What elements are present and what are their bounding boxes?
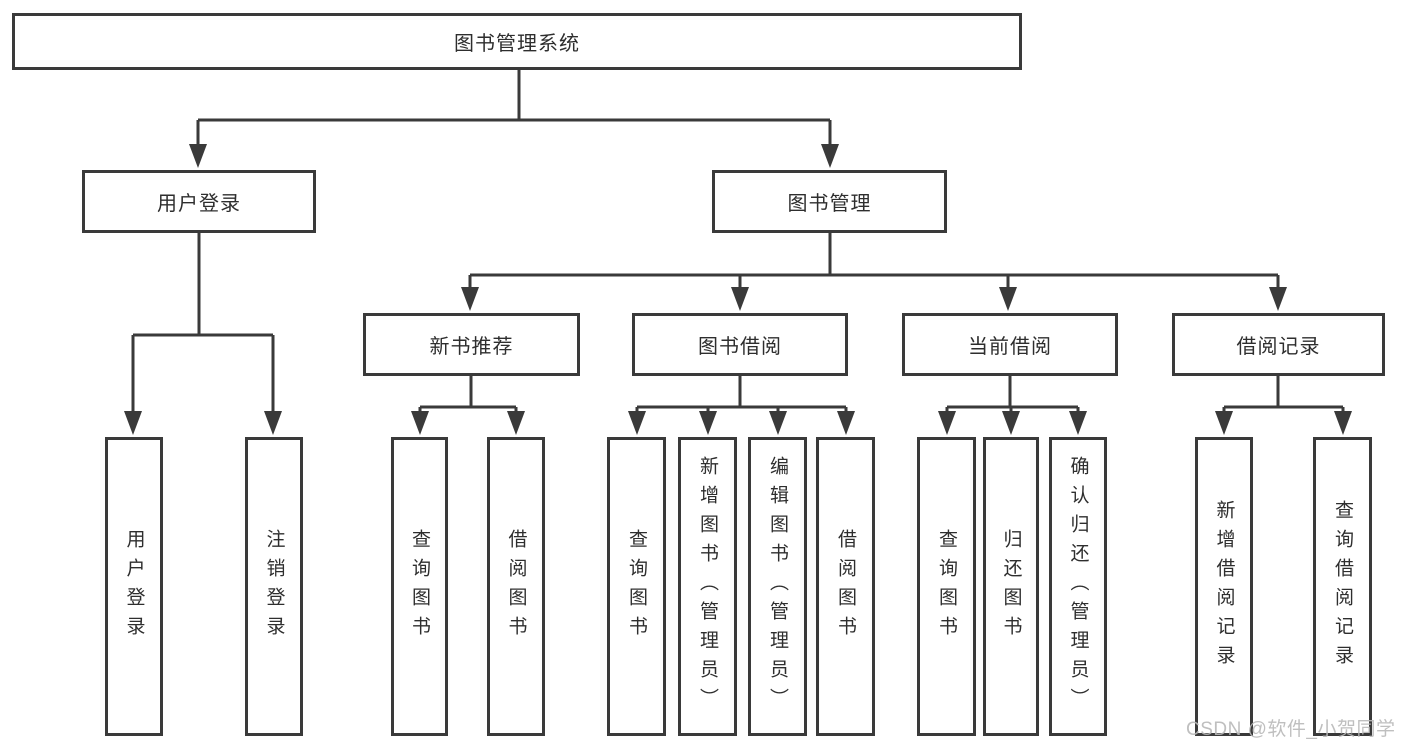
edge-current-borrow-children xyxy=(938,376,1087,435)
edge-arrowhead xyxy=(1215,411,1352,435)
leaf-newbook-borrow-books: 借阅图书 xyxy=(487,437,545,736)
leaf-current-query-books: 查询图书 xyxy=(917,437,976,736)
node-current-borrow: 当前借阅 xyxy=(902,313,1118,376)
edge-segment xyxy=(418,376,518,423)
leaf-records-query-record: 查询借阅记录 xyxy=(1313,437,1372,736)
edge-segment xyxy=(196,70,832,156)
leaf-borrow-edit-books-admin: 编辑图书（管理员） xyxy=(748,437,807,736)
edge-borrow-records-children xyxy=(1215,376,1352,435)
edge-arrowhead xyxy=(124,411,282,435)
edge-book-borrow-children xyxy=(628,376,855,435)
edge-segment xyxy=(468,233,1280,299)
edge-arrowhead xyxy=(461,287,1287,311)
edge-book-management-children xyxy=(461,233,1287,311)
node-root-library-system: 图书管理系统 xyxy=(12,13,1022,70)
node-book-borrow: 图书借阅 xyxy=(632,313,848,376)
leaf-records-add-record: 新增借阅记录 xyxy=(1195,437,1253,736)
node-book-management: 图书管理 xyxy=(712,170,947,233)
leaf-newbook-query-books: 查询图书 xyxy=(391,437,448,736)
edge-arrowhead xyxy=(628,411,855,435)
csdn-watermark: CSDN @软件_小贺同学 xyxy=(1186,719,1396,740)
leaf-logout: 注销登录 xyxy=(245,437,303,736)
node-borrow-records: 借阅记录 xyxy=(1172,313,1385,376)
edge-segment xyxy=(635,376,848,423)
edge-segment xyxy=(1222,376,1345,423)
edge-arrowhead xyxy=(411,411,525,435)
edge-new-book-children xyxy=(411,376,525,435)
edge-arrowhead xyxy=(938,411,1087,435)
leaf-borrow-borrow-books: 借阅图书 xyxy=(816,437,875,736)
edge-user-login-children xyxy=(124,233,282,435)
node-new-book-recommend: 新书推荐 xyxy=(363,313,580,376)
edge-arrowhead xyxy=(189,144,839,168)
edge-segment xyxy=(131,233,275,423)
leaf-user-login: 用户登录 xyxy=(105,437,163,736)
leaf-borrow-add-books-admin: 新增图书（管理员） xyxy=(678,437,737,736)
leaf-current-confirm-return-admin: 确认归还（管理员） xyxy=(1049,437,1107,736)
leaf-current-return-books: 归还图书 xyxy=(983,437,1039,736)
edge-root-to-level2 xyxy=(189,70,839,168)
node-user-login: 用户登录 xyxy=(82,170,316,233)
leaf-borrow-query-books: 查询图书 xyxy=(607,437,666,736)
